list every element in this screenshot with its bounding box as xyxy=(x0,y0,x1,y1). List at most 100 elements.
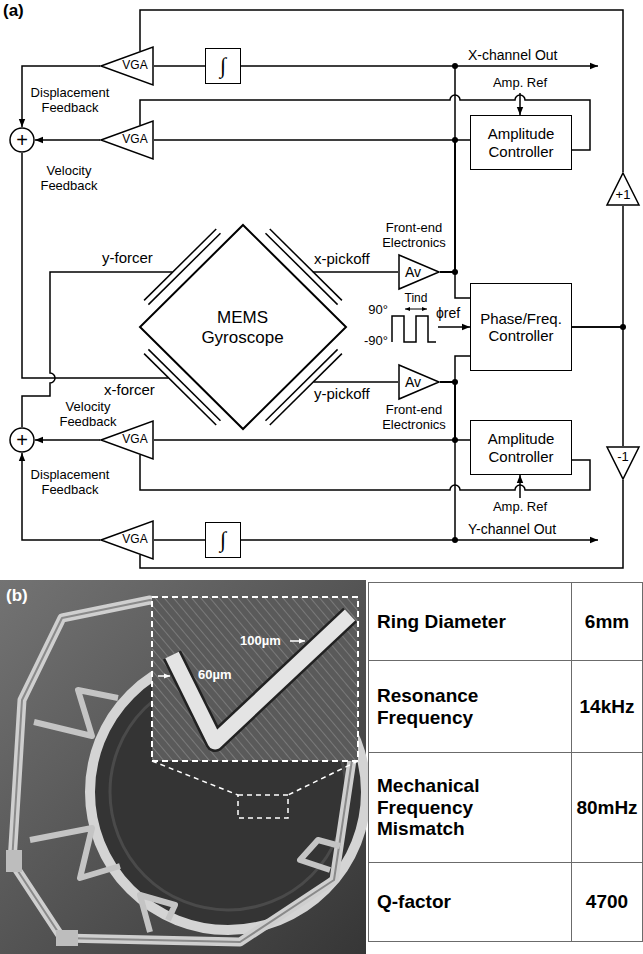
triangle-outline xyxy=(399,365,439,399)
node-text: VGA xyxy=(122,533,147,547)
anchor-pad xyxy=(56,930,78,946)
signal-wire xyxy=(140,480,623,568)
node-text: Av xyxy=(405,264,421,280)
block-label: Front-end Electronics xyxy=(376,221,452,251)
dimension-arrow xyxy=(290,640,305,642)
electrode-lead xyxy=(314,381,386,383)
amplitude-controller: Amplitude Controller xyxy=(470,115,572,170)
gain-amplifier: VGA xyxy=(100,46,154,86)
table-cell: 80mHz xyxy=(571,752,643,863)
inset-border xyxy=(152,597,358,761)
node-text: VGA xyxy=(122,433,147,447)
node-text: -1 xyxy=(617,450,629,465)
signal-wire xyxy=(140,10,623,172)
reference-wire xyxy=(438,326,470,328)
signal-wire xyxy=(241,382,455,540)
table-text: Resonance Frequency xyxy=(377,685,543,729)
table-text: Q-factor xyxy=(377,891,451,913)
table-text: 80mHz xyxy=(576,797,637,819)
signal-wire xyxy=(35,139,100,141)
output-label: X-channel Out xyxy=(468,47,588,63)
table-cell: 4700 xyxy=(571,862,643,942)
table-cell: Ring Diameter xyxy=(368,582,572,661)
spring-beam xyxy=(172,615,350,742)
electrode-lead xyxy=(100,377,169,379)
output-label: Y-channel Out xyxy=(468,521,588,537)
summing-junction: + xyxy=(9,127,35,153)
electrode-label: y-forcer xyxy=(102,249,166,266)
inverting-buffer: -1 xyxy=(606,446,640,480)
triangle-outline xyxy=(101,521,153,559)
node-text: +1 xyxy=(616,188,631,203)
signal-wire xyxy=(440,356,470,382)
period-label: Tind xyxy=(400,292,432,306)
table-cell: 6mm xyxy=(571,582,643,661)
table-text: 14kHz xyxy=(580,696,635,718)
node-text: Amplitude Controller xyxy=(475,430,567,465)
panel-label: (b) xyxy=(6,586,36,606)
phase-controller: Phase/Freq. Controller xyxy=(470,283,572,371)
triangle-outline xyxy=(607,173,639,205)
integrator-block: ∫ xyxy=(205,522,241,558)
gain-amplifier: VGA xyxy=(100,120,154,160)
gyroscope-diamond: MEMS Gyroscope xyxy=(100,215,385,440)
phase-label: -90° xyxy=(346,334,388,349)
signal-wire xyxy=(35,439,100,441)
electrode-plate xyxy=(148,349,220,420)
node-text: Av xyxy=(405,374,421,390)
circle-outline xyxy=(10,128,34,152)
table-text: Mechanical Frequency Mismatch xyxy=(377,775,543,841)
feedback-label: Velocity Feedback xyxy=(34,164,104,194)
panel-label: (a) xyxy=(3,1,33,21)
gain-amplifier: VGA xyxy=(100,520,154,560)
table-text: Ring Diameter xyxy=(377,611,506,633)
circle-outline xyxy=(10,428,34,452)
summing-junction: + xyxy=(9,427,35,453)
triangle-outline xyxy=(101,47,153,85)
electrode-label: y-pickoff xyxy=(314,385,380,402)
electrode-plate xyxy=(144,229,216,300)
output-arrow xyxy=(455,539,598,541)
zoom-region xyxy=(238,795,288,818)
electrode-plate xyxy=(144,354,216,425)
node-text: MEMS Gyroscope xyxy=(193,308,293,347)
sem-micrograph xyxy=(0,580,366,954)
electrode-label: x-pickoff xyxy=(314,250,380,267)
reference-label: Amp. Ref xyxy=(480,76,560,91)
support-spring xyxy=(34,690,118,736)
reference-label: Amp. Ref xyxy=(480,500,560,515)
support-spring xyxy=(140,895,175,932)
unity-gain-buffer: +1 xyxy=(606,172,640,206)
block-label: Front-end Electronics xyxy=(376,403,452,433)
electrode-lead xyxy=(313,271,385,273)
node-text: ∫ xyxy=(220,527,226,552)
dimension-label: 100µm xyxy=(240,634,288,649)
phase-label: 90° xyxy=(348,303,388,318)
period-arrow xyxy=(405,309,427,310)
table-text: 6mm xyxy=(585,611,629,633)
gyroscope-drawing xyxy=(100,225,385,429)
reference-arrow xyxy=(519,475,521,498)
node-text: ∫ xyxy=(220,53,226,78)
node-text: VGA xyxy=(122,59,147,73)
node-text: + xyxy=(16,429,28,452)
node-text: + xyxy=(16,129,28,152)
square-wave xyxy=(392,316,436,342)
integrator-block: ∫ xyxy=(205,48,241,84)
table-text: 4700 xyxy=(586,891,628,913)
triangle-outline xyxy=(399,255,439,289)
electrode-plate xyxy=(266,233,338,304)
feedback-label: Velocity Feedback xyxy=(58,400,118,430)
signal-wire xyxy=(154,539,205,541)
spring-beam-shadow xyxy=(172,615,350,742)
signal-wire xyxy=(154,65,205,67)
front-end-amplifier: Av xyxy=(398,254,440,290)
node-text: VGA xyxy=(122,133,147,147)
signal-wire xyxy=(385,381,398,383)
triangle-outline xyxy=(607,447,639,479)
zoom-guide xyxy=(152,761,238,795)
table-cell: Resonance Frequency xyxy=(368,660,572,753)
support-spring xyxy=(300,840,340,870)
signal-wire xyxy=(154,140,455,272)
